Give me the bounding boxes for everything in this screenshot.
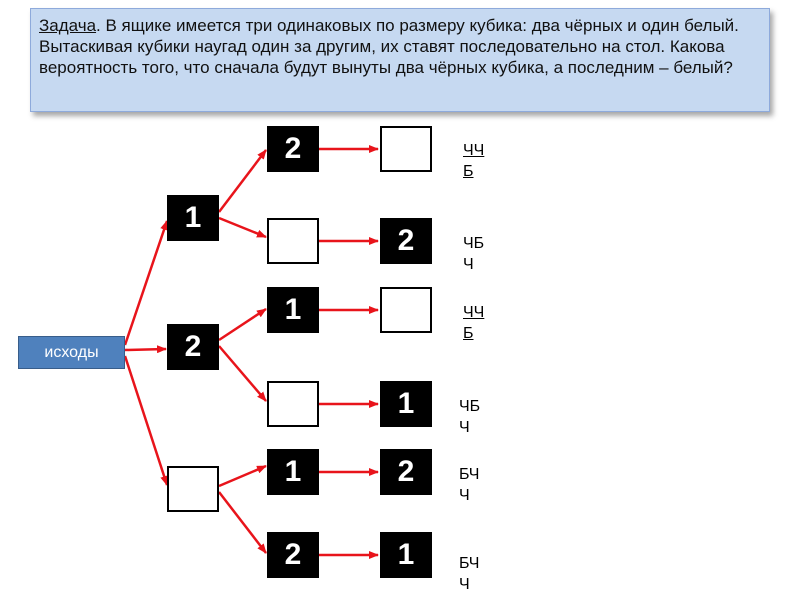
cube-l3-black-2-b: 2 bbox=[380, 449, 432, 495]
cube-l2-black-1-a: 1 bbox=[267, 287, 319, 333]
task-text: . В ящике имеется три одинаковых по разм… bbox=[39, 16, 739, 77]
cube-l3-white-a bbox=[380, 126, 432, 172]
cube-l3-black-1-b: 1 bbox=[380, 532, 432, 578]
cube-l1-black-2: 2 bbox=[167, 324, 219, 370]
arrow-l1-a-to-l2-b bbox=[218, 216, 267, 239]
cube-l2-white-b bbox=[267, 381, 319, 427]
arrow-l1-a-to-l2-a bbox=[218, 149, 267, 213]
outcomes-root-box: исходы bbox=[18, 336, 125, 369]
arrow-l1-c-to-l2-e bbox=[218, 464, 267, 488]
cube-l3-white-b bbox=[380, 287, 432, 333]
arrow-root-to-l1-b bbox=[124, 345, 167, 354]
cube-l3-black-2-a: 2 bbox=[380, 218, 432, 264]
cube-l1-black-1: 1 bbox=[167, 195, 219, 241]
cube-l2-black-2: 2 bbox=[267, 126, 319, 172]
cube-l3-black-1-a: 1 bbox=[380, 381, 432, 427]
arrow-l1-c-to-l2-f bbox=[218, 491, 267, 554]
arrow-root-to-l1-c bbox=[123, 355, 169, 486]
task-label: Задача bbox=[39, 16, 97, 35]
arrow-root-to-l1-a bbox=[123, 220, 169, 346]
task-statement: Задача. В ящике имеется три одинаковых п… bbox=[30, 8, 770, 112]
cube-l2-black-1-b: 1 bbox=[267, 449, 319, 495]
cube-l1-white bbox=[167, 466, 219, 512]
cube-l2-white-a bbox=[267, 218, 319, 264]
cube-l2-black-2-b: 2 bbox=[267, 532, 319, 578]
arrow-l1-b-to-l2-c bbox=[218, 307, 267, 342]
arrow-l1-b-to-l2-d bbox=[218, 345, 267, 402]
